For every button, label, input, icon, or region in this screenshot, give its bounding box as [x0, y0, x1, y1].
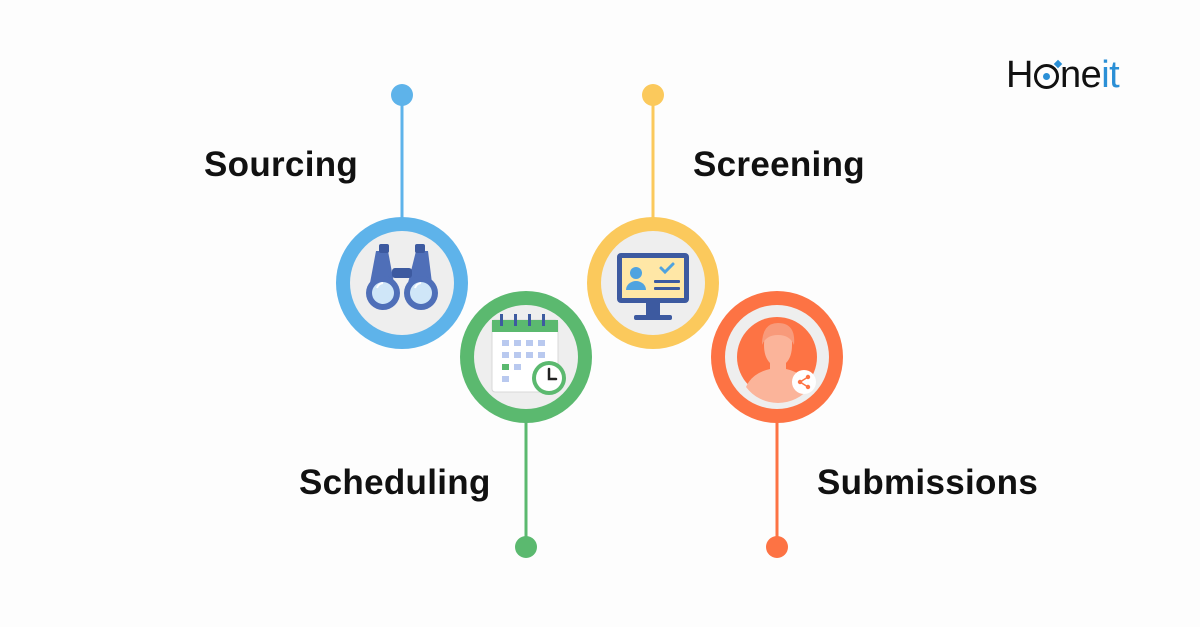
screening-connector [642, 84, 664, 222]
binoculars-icon [366, 244, 438, 310]
user-share-icon [737, 317, 817, 404]
sourcing-node [336, 217, 468, 349]
monitor-profile-icon [617, 253, 689, 320]
scheduling-node [460, 291, 592, 423]
submissions-label: Submissions [817, 463, 1039, 502]
screening-label: Screening [693, 145, 865, 184]
scheduling-label: Scheduling [299, 463, 491, 502]
logo-text-accent: it [1101, 54, 1120, 96]
submissions-connector [766, 420, 788, 558]
scheduling-connector [515, 420, 537, 558]
logo-o-mark [1033, 64, 1059, 89]
screening-node [587, 217, 719, 349]
calendar-clock-icon [491, 314, 566, 395]
submissions-node [711, 291, 843, 423]
sourcing-connector [391, 84, 413, 222]
sourcing-label: Sourcing [204, 145, 359, 184]
